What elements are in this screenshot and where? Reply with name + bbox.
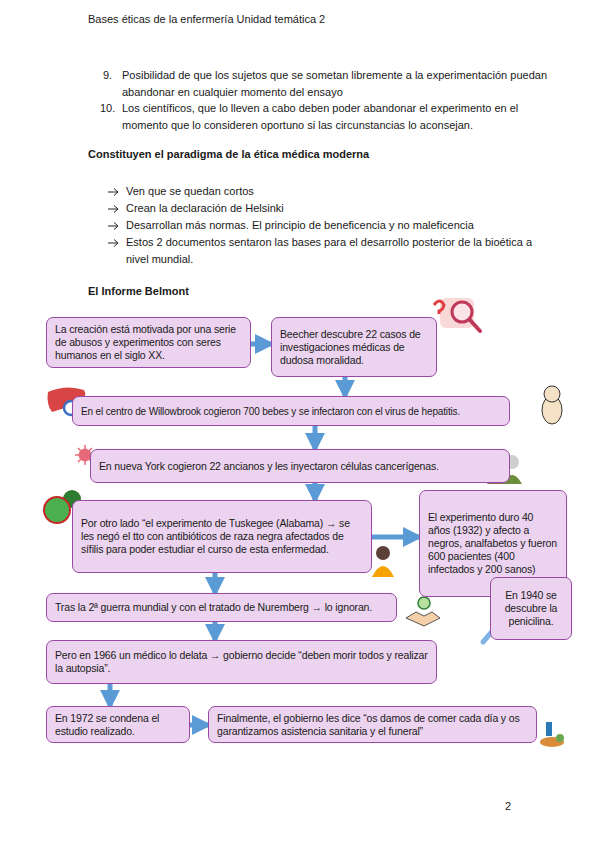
page-header: Bases éticas de la enfermería Unidad tem… (88, 11, 548, 28)
process-box: Finalmente, el gobierno les dice “os dam… (208, 706, 537, 743)
box-text: En nueva York cogieron 22 ancianos y les… (99, 460, 501, 473)
flow-arrow (315, 483, 316, 500)
bullet-item: Crean la declaración de Helsinki (126, 200, 566, 217)
process-box: Beecher descubre 22 casos de investigaci… (271, 317, 437, 377)
box-text: Por otro lado “el experimento de Tuskege… (81, 517, 363, 556)
magnifier-icon (434, 298, 480, 331)
flow-arrow (345, 377, 346, 396)
box-text: El experimento duro 40 años (1932) y afe… (428, 511, 558, 576)
page-number: 2 (505, 798, 535, 815)
box-text: En 1972 se condena el estudio realizado. (55, 712, 181, 738)
list-number: 10. (100, 100, 122, 117)
baby-icon (542, 386, 562, 424)
flow-arrow (215, 622, 216, 640)
flow-arrow (315, 426, 316, 449)
list-item: Posibilidad de que los sujetos que se so… (122, 67, 562, 100)
arrow-line (108, 684, 113, 706)
arrow-line (372, 535, 419, 540)
arrow-line (190, 723, 208, 728)
arrow-line (213, 573, 218, 593)
bullet-item: Desarrollan más normas. El principio de … (126, 217, 566, 234)
person-icon (372, 546, 394, 577)
process-box: Pero en 1966 un médico lo delata → gobie… (46, 640, 437, 684)
bullet-item: Ven que se quedan cortos (126, 183, 566, 200)
process-box: La creación está motivada por una serie … (46, 317, 251, 368)
box-text: Tras la 2ª guerra mundial y con el trata… (55, 601, 388, 614)
bullet-arrows (108, 189, 118, 247)
arrow-line (313, 483, 318, 500)
section-title: El Informe Belmont (88, 283, 189, 300)
arrow-line (313, 426, 318, 449)
box-text: En 1940 se descubre la penicilina. (499, 589, 563, 628)
process-box: Tras la 2ª guerra mundial y con el trata… (46, 593, 397, 622)
arrow-line (213, 622, 218, 640)
flow-arrow (251, 344, 271, 345)
arrow-line (343, 377, 348, 396)
flow-arrow (372, 537, 419, 538)
process-box: En el centro de Willowbrook cogieron 700… (72, 396, 510, 426)
flow-arrow (215, 573, 216, 593)
process-box: En 1972 se condena el estudio realizado. (46, 706, 190, 743)
arrow-line (251, 342, 271, 347)
food-icon (540, 722, 564, 747)
process-box: Por otro lado “el experimento de Tuskege… (72, 500, 372, 573)
list-number: 9. (103, 67, 121, 84)
box-text: Pero en 1966 un médico lo delata → gobie… (55, 649, 428, 675)
box-text: En el centro de Willowbrook cogieron 700… (81, 405, 501, 418)
list-item: Los científicos, que lo lleven a cabo de… (122, 100, 562, 133)
box-text: La creación está motivada por una serie … (55, 323, 242, 362)
flow-arrow (190, 725, 208, 726)
process-box: En nueva York cogieron 22 ancianos y les… (90, 449, 510, 483)
process-box: En 1940 se descubre la penicilina. (490, 577, 572, 640)
flow-arrow (110, 684, 111, 706)
handshake-icon (406, 597, 440, 626)
box-text: Finalmente, el gobierno les dice “os dam… (217, 712, 528, 738)
box-text: Beecher descubre 22 casos de investigaci… (280, 328, 428, 367)
bullet-item: Estos 2 documentos sentaron las bases pa… (126, 234, 556, 267)
section-heading: Constituyen el paradigma de la ética méd… (88, 146, 548, 163)
